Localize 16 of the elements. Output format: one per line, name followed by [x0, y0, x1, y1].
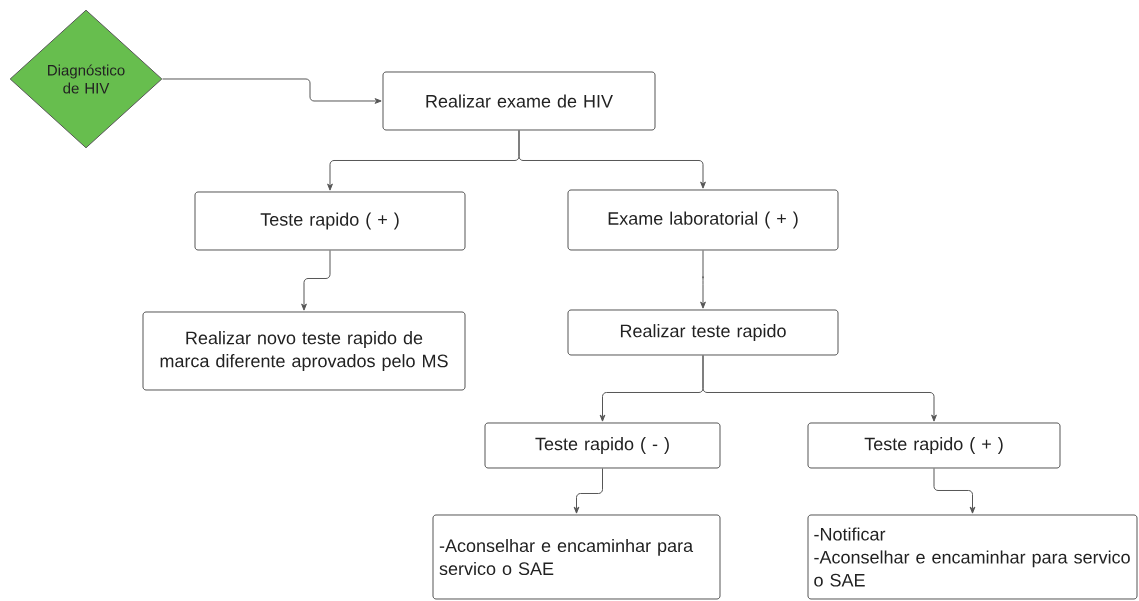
process-box: Exame laboratorial ( + ): [567, 189, 839, 251]
process-box: Teste rapido ( + ): [807, 422, 1061, 469]
process-box: Realizar novo teste rapido de marca diferente aprovados pelo MS: [142, 311, 466, 391]
arrow: [573, 468, 603, 514]
process-box: Realizar teste rapido: [567, 309, 839, 356]
process-box: -Notificar -Aconselhar e encaminhar para servico o SAE: [807, 514, 1138, 600]
process-box: Realizar exame de HIV: [382, 71, 656, 131]
arrow: [702, 355, 937, 422]
process-box: Teste rapido ( - ): [484, 422, 721, 469]
process-box: -Aconselhar e encaminhar para servico o SAE: [432, 514, 721, 600]
arrow: [700, 250, 706, 309]
arrow: [518, 130, 706, 189]
arrow: [301, 250, 331, 311]
process-box: Teste rapido ( + ): [194, 191, 466, 251]
arrow: [933, 468, 976, 514]
arrow: [162, 78, 382, 104]
